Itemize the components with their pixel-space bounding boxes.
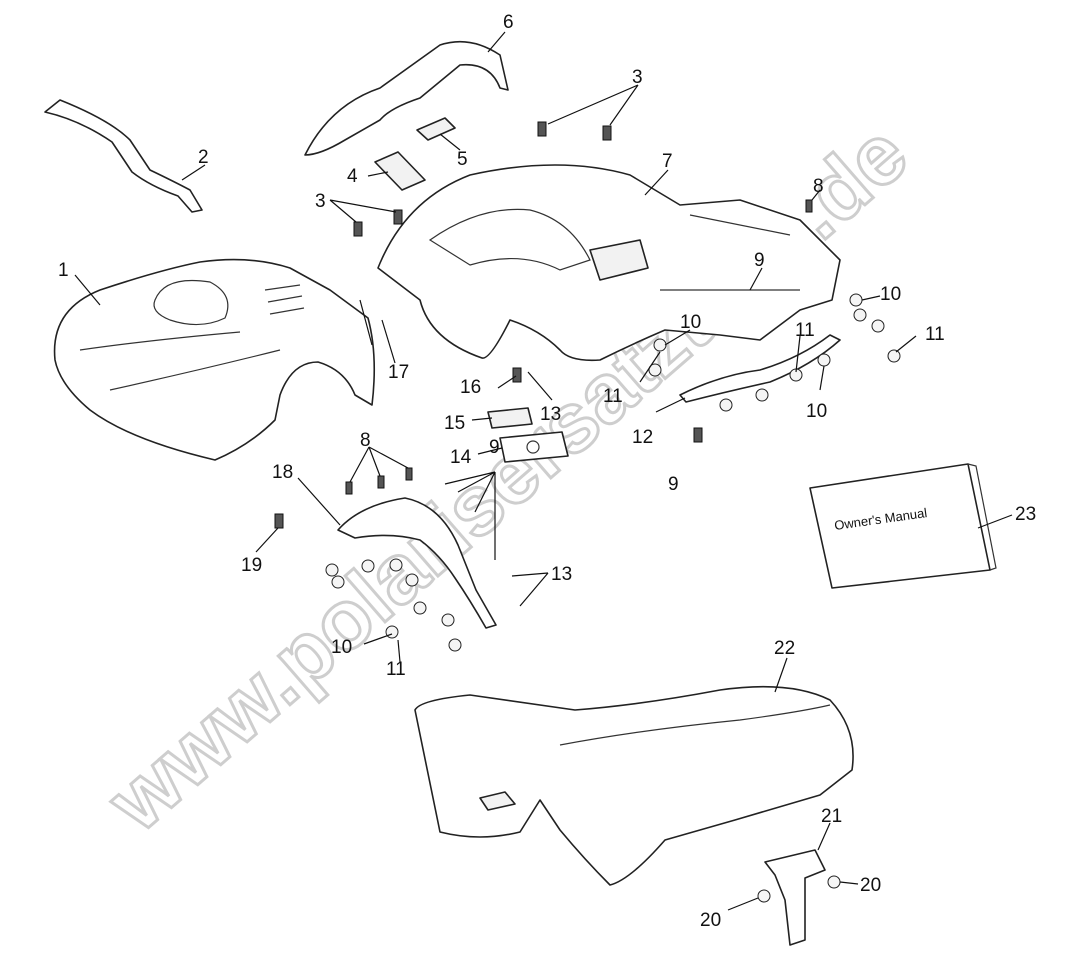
callout-2: 2 — [198, 147, 209, 168]
leader-lines — [74, 31, 1013, 911]
part-23-owners-manual: Owner's Manual — [809, 463, 997, 589]
part-12-strip — [679, 334, 841, 403]
callout-15: 15 — [444, 413, 465, 434]
callout-18: 18 — [272, 462, 293, 483]
callout-14: 14 — [450, 447, 472, 468]
callout-1: 1 — [58, 260, 69, 281]
callout-8-left: 8 — [360, 430, 371, 451]
part-21-bracket — [764, 849, 826, 946]
callout-10-a: 10 — [680, 312, 701, 333]
callout-12: 12 — [632, 427, 653, 448]
callout-3-left: 3 — [315, 191, 326, 212]
callout-9-left: 9 — [489, 437, 500, 458]
callout-22: 22 — [774, 638, 795, 659]
callout-numbers: 1 2 3 3 4 5 6 7 8 8 9 9 9 10 10 10 10 11… — [58, 12, 1036, 931]
callout-11-b: 11 — [795, 320, 815, 341]
callout-11-c: 11 — [925, 324, 945, 345]
callout-5: 5 — [457, 149, 468, 170]
callout-6: 6 — [503, 12, 514, 33]
part-1-front-fender — [53, 258, 376, 461]
callout-8-right: 8 — [813, 176, 824, 197]
callout-16: 16 — [460, 377, 481, 398]
callout-13-lower: 13 — [551, 564, 572, 585]
part-4-plate — [374, 151, 426, 191]
part-7-rear-fender — [377, 164, 841, 362]
callout-10-c: 10 — [806, 401, 827, 422]
callout-10-d: 10 — [331, 637, 352, 658]
callout-11-d: 11 — [386, 659, 406, 680]
callout-21: 21 — [821, 806, 842, 827]
part-15-pad — [487, 407, 533, 429]
part-5-bracket — [416, 117, 456, 141]
callout-17: 17 — [388, 362, 409, 383]
callout-20-left: 20 — [700, 910, 721, 931]
callout-9-upper: 9 — [754, 250, 765, 271]
callout-10-b: 10 — [880, 284, 901, 305]
part-6-trim — [304, 40, 509, 156]
part-18-flare — [337, 497, 497, 629]
callout-13-upper: 13 — [540, 404, 561, 425]
callout-20-right: 20 — [860, 875, 881, 896]
callout-23: 23 — [1015, 504, 1036, 525]
part-22-seat — [414, 685, 854, 886]
callout-4: 4 — [347, 166, 358, 187]
part-14-plate — [499, 431, 569, 463]
callout-11-a: 11 — [603, 386, 623, 407]
callout-7: 7 — [662, 151, 673, 172]
callout-9-lower: 9 — [668, 474, 679, 495]
callout-3-top: 3 — [632, 67, 643, 88]
callout-19: 19 — [241, 555, 262, 576]
part-2-strip — [44, 99, 203, 213]
